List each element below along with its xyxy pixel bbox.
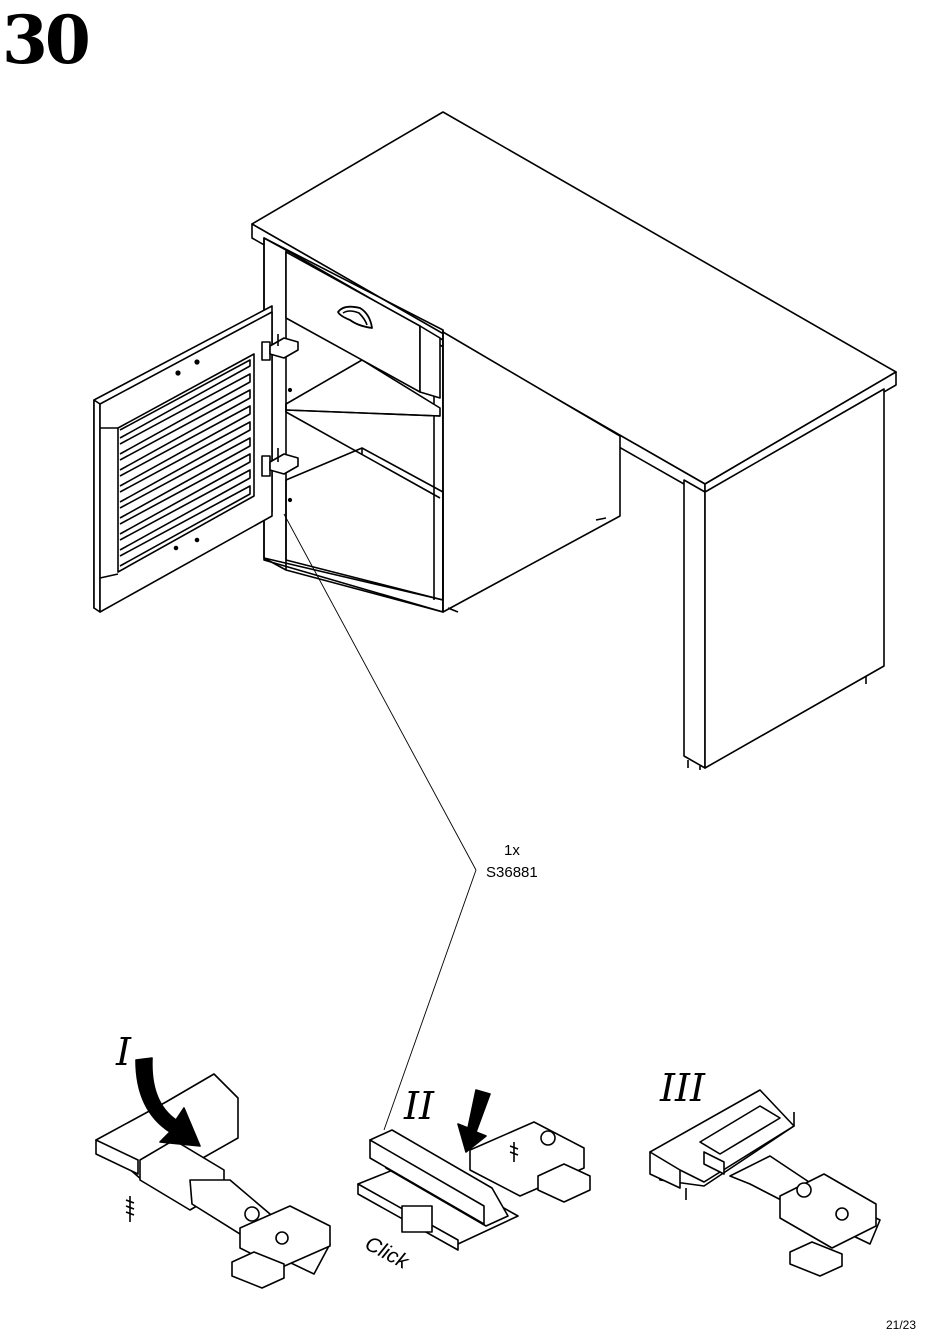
part-quantity: 1x [504, 842, 520, 859]
part-code: S36881 [486, 864, 538, 881]
desk-door [94, 306, 298, 612]
hinge-step-3 [650, 1090, 880, 1276]
page-number: 21/23 [886, 1318, 916, 1332]
substep-label-2: II [404, 1084, 434, 1128]
hinge-step-1 [96, 1058, 330, 1288]
substep-label-3: III [660, 1066, 705, 1110]
substep-label-1: I [116, 1030, 131, 1074]
hinge-step-2 [358, 1090, 590, 1250]
